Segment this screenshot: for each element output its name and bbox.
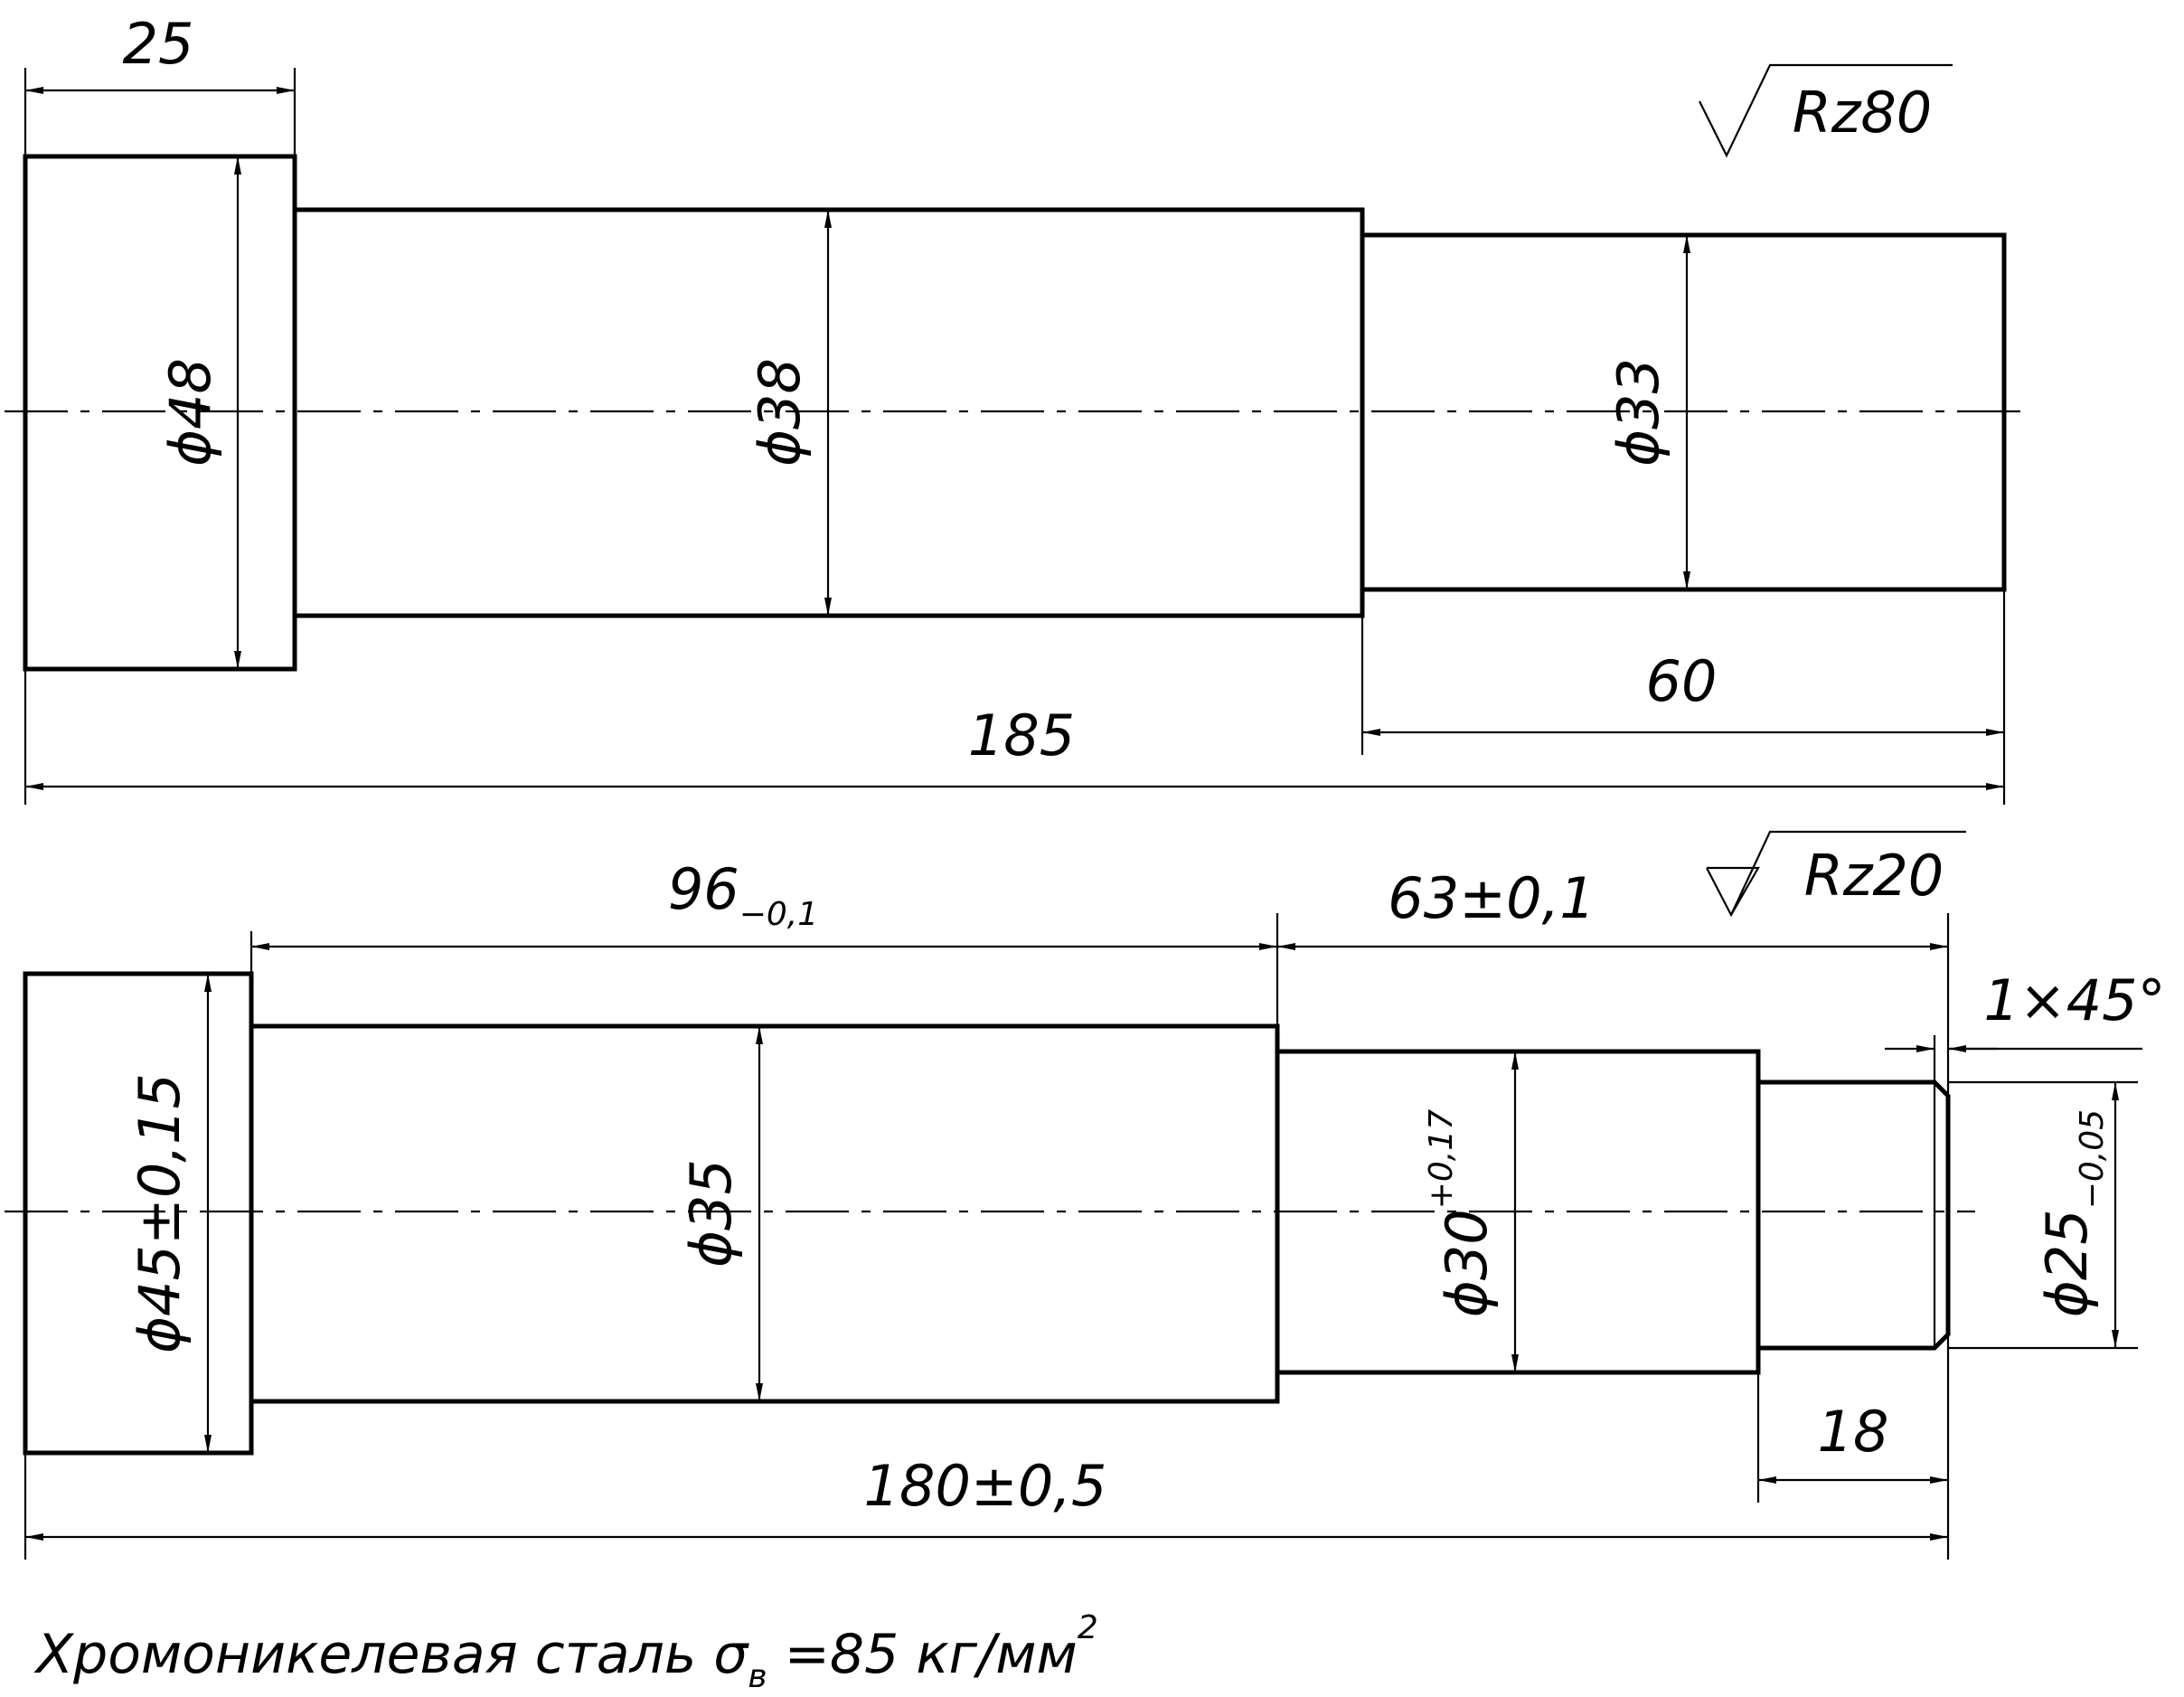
dim-chamfer-label: 1×45° xyxy=(1983,967,2165,1033)
dim-25-label: 25 xyxy=(123,11,194,77)
dim-33-label: ϕ33 xyxy=(1605,358,1671,467)
dim-38-label: ϕ38 xyxy=(747,358,813,467)
material-note: Хромоникелевая сталь σв =85 кг/мм2 xyxy=(33,1609,1098,1695)
material-note-text: Хромоникелевая сталь σ xyxy=(33,1623,749,1686)
top-shaft: 25 25 ϕ48 ϕ38 ϕ33 60 185 Rz80 xyxy=(5,11,2029,805)
dim-35-label: ϕ35 xyxy=(678,1159,744,1268)
dim-96-label: 96−0,1 xyxy=(668,856,818,933)
dim-45-label: ϕ45±0,15 xyxy=(127,1073,193,1353)
roughness-rz80-label: Rz80 xyxy=(1793,80,1933,146)
dim-96-value: 96 xyxy=(668,856,739,922)
bottom-shaft: 96−0,1 63±0,1 1×45° ϕ45±0,15 ϕ35 ϕ30+0,1… xyxy=(5,830,2166,1560)
bottom-middle-section xyxy=(249,1023,1280,1404)
bottom-end-section xyxy=(1756,1079,1951,1351)
dim-18-label: 18 xyxy=(1818,1399,1889,1465)
roughness-rz20-label: Rz20 xyxy=(1804,843,1944,909)
dim-25-dia-label: ϕ25−0,05 xyxy=(2034,1109,2111,1317)
dim-25-dia-tolerance: −0,05 xyxy=(2074,1109,2111,1209)
dim-30-tolerance: +0,17 xyxy=(1423,1109,1460,1209)
material-note-sub: в xyxy=(748,1658,767,1695)
dim-30-value: ϕ30 xyxy=(1434,1209,1500,1317)
roughness-symbol-rz80: Rz80 xyxy=(1699,63,1953,158)
dim-48-label: ϕ48 xyxy=(157,358,223,467)
dim-180-label: 180±0,5 xyxy=(864,1453,1107,1519)
roughness-symbol-rz20: Rz20 xyxy=(1706,830,1966,918)
dim-63-label: 63±0,1 xyxy=(1388,865,1595,931)
material-note-text2: =85 кг/мм xyxy=(767,1623,1078,1686)
dim-185-label: 185 xyxy=(968,702,1075,768)
dim-25-dia-value: ϕ25 xyxy=(2034,1209,2100,1317)
dim-96-tolerance: −0,1 xyxy=(739,896,818,933)
material-note-sup: 2 xyxy=(1078,1609,1098,1646)
dim-60-label: 60 xyxy=(1646,648,1718,714)
dim-30-label: ϕ30+0,17 xyxy=(1423,1109,1500,1317)
